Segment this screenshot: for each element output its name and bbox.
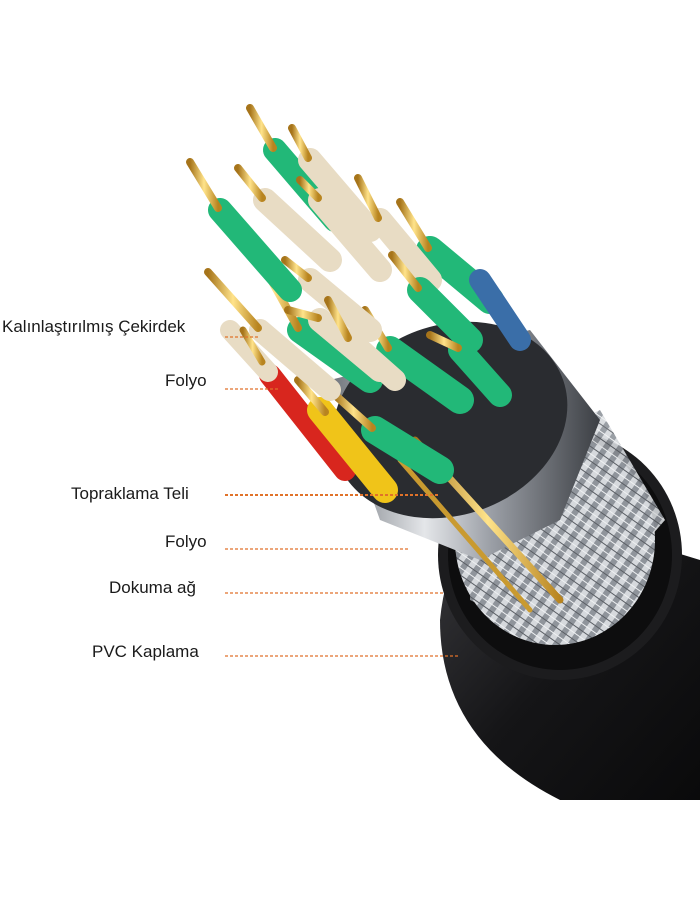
- label-pvc-jacket: PVC Kaplama: [92, 642, 199, 662]
- label-foil-outer: Folyo: [165, 371, 207, 391]
- label-woven-braid: Dokuma ağ: [109, 578, 196, 598]
- label-ground-wire: Topraklama Teli: [71, 484, 189, 504]
- label-foil-inner: Folyo: [165, 532, 207, 552]
- label-thickened-core: Kalınlaştırılmış Çekirdek: [2, 317, 185, 337]
